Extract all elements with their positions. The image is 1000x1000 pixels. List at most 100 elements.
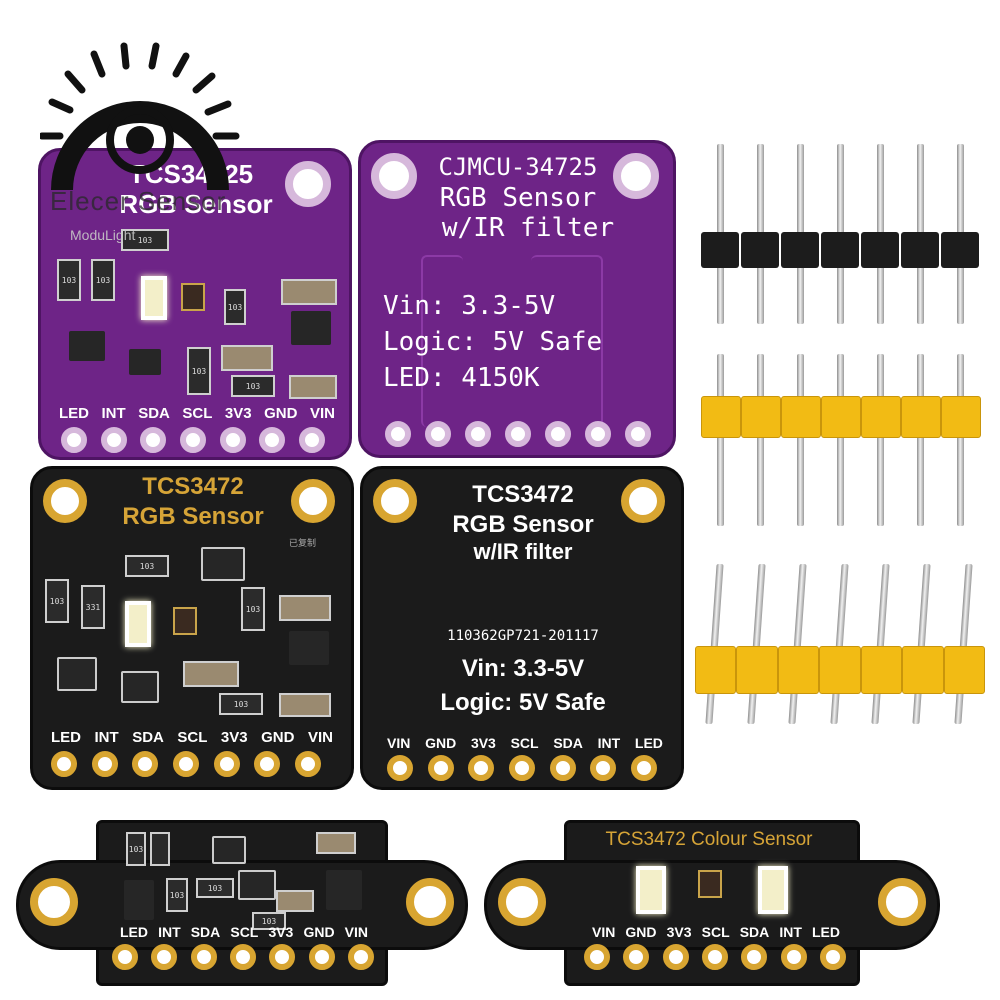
header-insulator — [860, 646, 903, 694]
pin-label: SDA — [132, 729, 164, 746]
mount-hole — [371, 153, 417, 199]
header-insulator — [901, 232, 939, 268]
board-title-1: CJMCU-34725 — [438, 153, 598, 181]
board-title: TCS3472 Colour Sensor — [605, 829, 813, 850]
pin-label: GND — [264, 405, 298, 422]
pin-labels: LED INT SDA SCL 3V3 GND VIN — [120, 924, 368, 940]
pcb-trace — [531, 255, 603, 427]
board-title-3: w/IR filter — [441, 213, 615, 243]
board-title-1: TCS3472 — [142, 473, 244, 500]
resistor: 103 — [91, 259, 115, 301]
pin-label: LED — [634, 735, 663, 751]
resistor: 103 — [45, 579, 69, 623]
straight-yellow-header — [700, 350, 981, 530]
solder-pad — [140, 427, 167, 453]
header-pin — [747, 564, 766, 724]
pad-row — [387, 755, 657, 781]
pin-label: INT — [597, 735, 621, 751]
resistor: 103 — [252, 912, 286, 930]
pin-label: INT — [158, 924, 181, 940]
header-pin — [912, 564, 931, 724]
header-pin — [829, 564, 849, 724]
pin-label: SCL — [177, 729, 208, 746]
board-title-2: RGB Sensor — [452, 511, 594, 538]
header-pin — [756, 354, 764, 526]
resistor: 103 — [57, 259, 81, 301]
header-pin — [836, 354, 844, 526]
solder-pad — [625, 421, 651, 447]
solder-pad — [151, 944, 178, 970]
spec-logic: Logic: 5V Safe — [440, 689, 606, 716]
solder-pad — [425, 421, 451, 447]
solder-pad — [385, 421, 411, 447]
pin-label: VIN — [592, 924, 616, 940]
pin-label: VIN — [307, 729, 333, 746]
solder-pad — [427, 755, 454, 781]
resistor: 103 — [121, 229, 169, 251]
mount-hole — [613, 153, 659, 199]
white-led — [141, 276, 167, 320]
header-insulator — [941, 396, 981, 438]
solder-pad — [91, 751, 118, 777]
capacitor — [221, 345, 273, 371]
mount-hole — [406, 878, 454, 926]
regulator-chip — [289, 631, 329, 665]
solder-pad — [549, 755, 576, 781]
pin-label: GND — [625, 924, 657, 940]
solder-pad — [298, 427, 325, 453]
pin-label: LED — [59, 405, 89, 422]
transistor — [201, 547, 245, 581]
solder-pad — [468, 755, 495, 781]
pin-label: LED — [120, 924, 148, 940]
pcb-trace — [421, 255, 463, 427]
solder-pad — [213, 751, 240, 777]
transistor — [121, 671, 159, 703]
white-led — [758, 866, 788, 914]
header-insulator — [781, 396, 821, 438]
watermark: Elecer Sensor ModuLight — [38, 40, 260, 260]
header-insulator — [821, 232, 859, 268]
pin-label: 3V3 — [268, 924, 294, 940]
pin-label: VIN — [387, 735, 411, 751]
solder-pad — [172, 751, 199, 777]
header-pin — [796, 354, 804, 526]
solder-pad — [505, 421, 531, 447]
header-insulator — [943, 646, 985, 694]
capacitor — [289, 375, 337, 399]
solder-pad — [100, 427, 127, 453]
watermark-brand: Elecer Sensor — [50, 186, 227, 216]
header-pin — [876, 354, 884, 526]
resistor: 103 — [231, 375, 275, 397]
solder-pad — [254, 751, 281, 777]
pad-row — [584, 944, 846, 970]
transistor — [212, 836, 246, 864]
pad-row — [112, 944, 374, 970]
board-title-3: w/IR filter — [473, 539, 573, 564]
pin-label: 3V3 — [666, 924, 692, 940]
pin-label: 3V3 — [220, 729, 248, 746]
header-insulator — [819, 646, 861, 694]
solder-pad — [662, 944, 689, 970]
capacitor — [279, 693, 331, 717]
solder-pad — [741, 944, 768, 970]
solder-pad — [190, 944, 217, 970]
black-front-board: TCS3472 RGB Sensor 已复制 103 103 331 103 1… — [30, 466, 354, 790]
resistor: 103 — [166, 878, 188, 912]
long-right-board: TCS3472 Colour Sensor VIN GND 3V3 SCL SD… — [484, 820, 940, 986]
header-pin — [716, 354, 724, 526]
pad-row — [385, 421, 651, 447]
solder-pad — [308, 944, 335, 970]
pin-label: SDA — [553, 735, 583, 751]
solder-pad — [347, 944, 374, 970]
pin-label: GND — [261, 729, 295, 746]
resistor: 331 — [81, 585, 105, 629]
board-title-2: RGB Sensor — [119, 189, 273, 219]
purple-front-board: TCS34725 RGB Sensor 103 103 103 103 103 … — [38, 148, 352, 460]
pin-label: GND — [425, 735, 457, 751]
solder-pad — [387, 755, 413, 781]
mount-hole — [43, 479, 87, 523]
solder-pad — [179, 427, 206, 453]
capacitor — [279, 595, 331, 621]
board-code: 110362GP721-201117 — [447, 628, 599, 644]
